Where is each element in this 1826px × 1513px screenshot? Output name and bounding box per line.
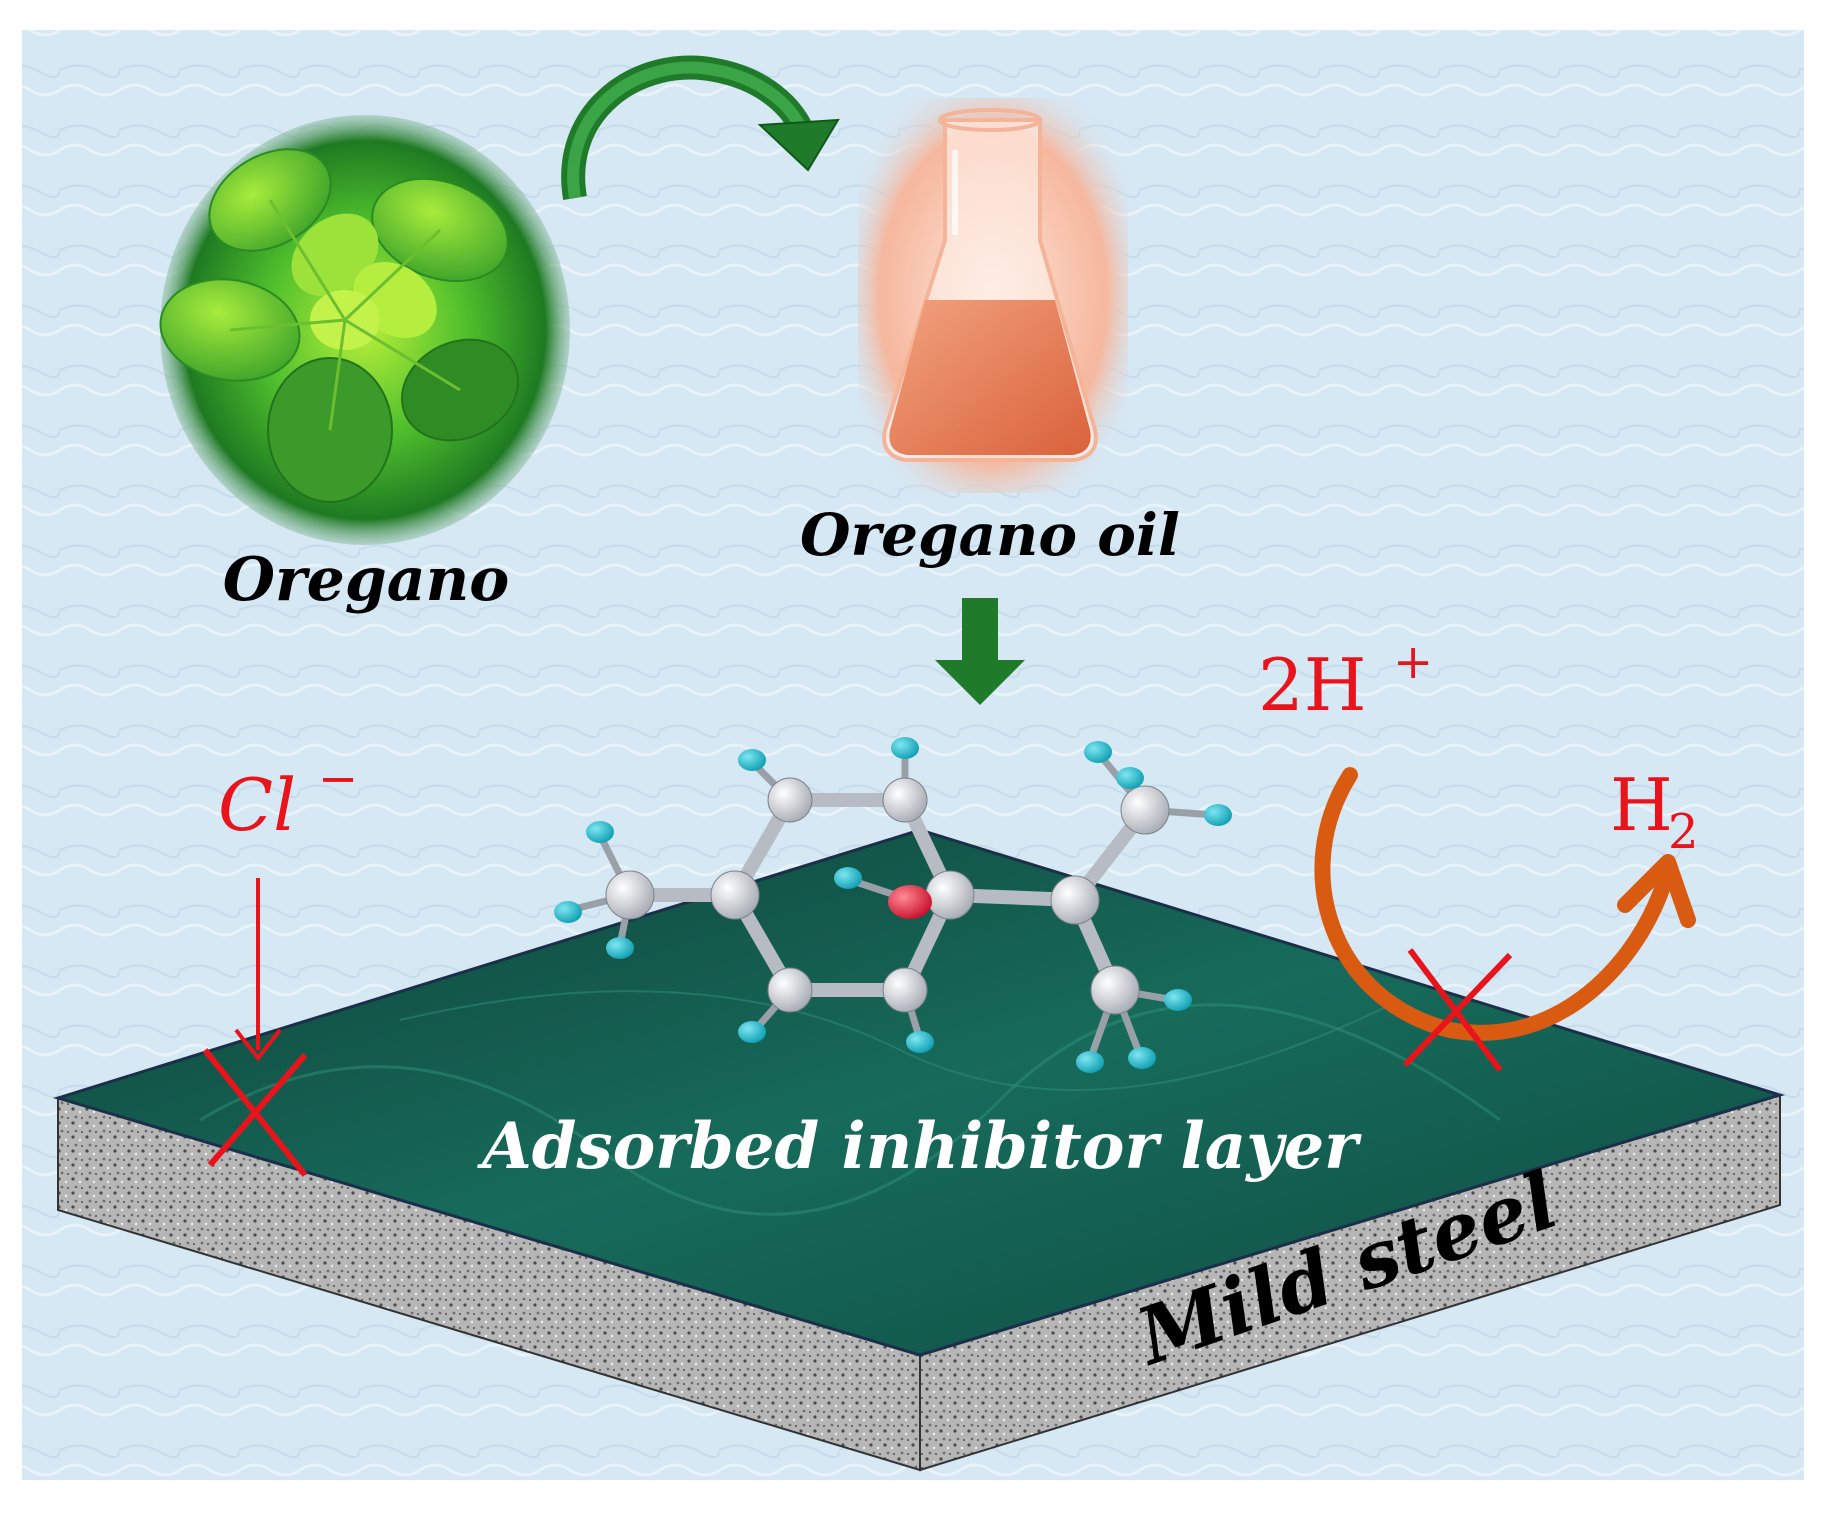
chloride-charge: − [318,751,358,807]
oregano-oil-label: Oregano oil [800,501,1180,569]
chloride-label: Cl [218,763,296,847]
hydrogen-subscript: 2 [1668,804,1699,860]
mild-steel-plate [52,828,1786,1472]
hydrogen-curved-arrow [1314,767,1673,1041]
inhibitor-molecule [554,737,1232,1073]
green-curved-arrow [561,55,840,201]
chloride-ion: Cl − [202,751,358,1177]
chloride-blocked-cross-icon [202,1048,308,1177]
hydrogen-blocked-cross-icon [1402,948,1513,1072]
oregano-leaves-image [159,115,570,545]
oregano-oil-flask-image [858,98,1128,493]
hydrogen-label: H [1610,763,1673,847]
protons-label: 2H [1258,643,1367,727]
adsorbed-inhibitor-layer-label: Adsorbed inhibitor layer [477,1109,1362,1184]
hydrogen-evolution: 2H + H 2 [1258,634,1699,1072]
oregano-label: Oregano [223,545,510,615]
green-down-arrow [935,598,1025,705]
protons-charge: + [1393,634,1433,690]
